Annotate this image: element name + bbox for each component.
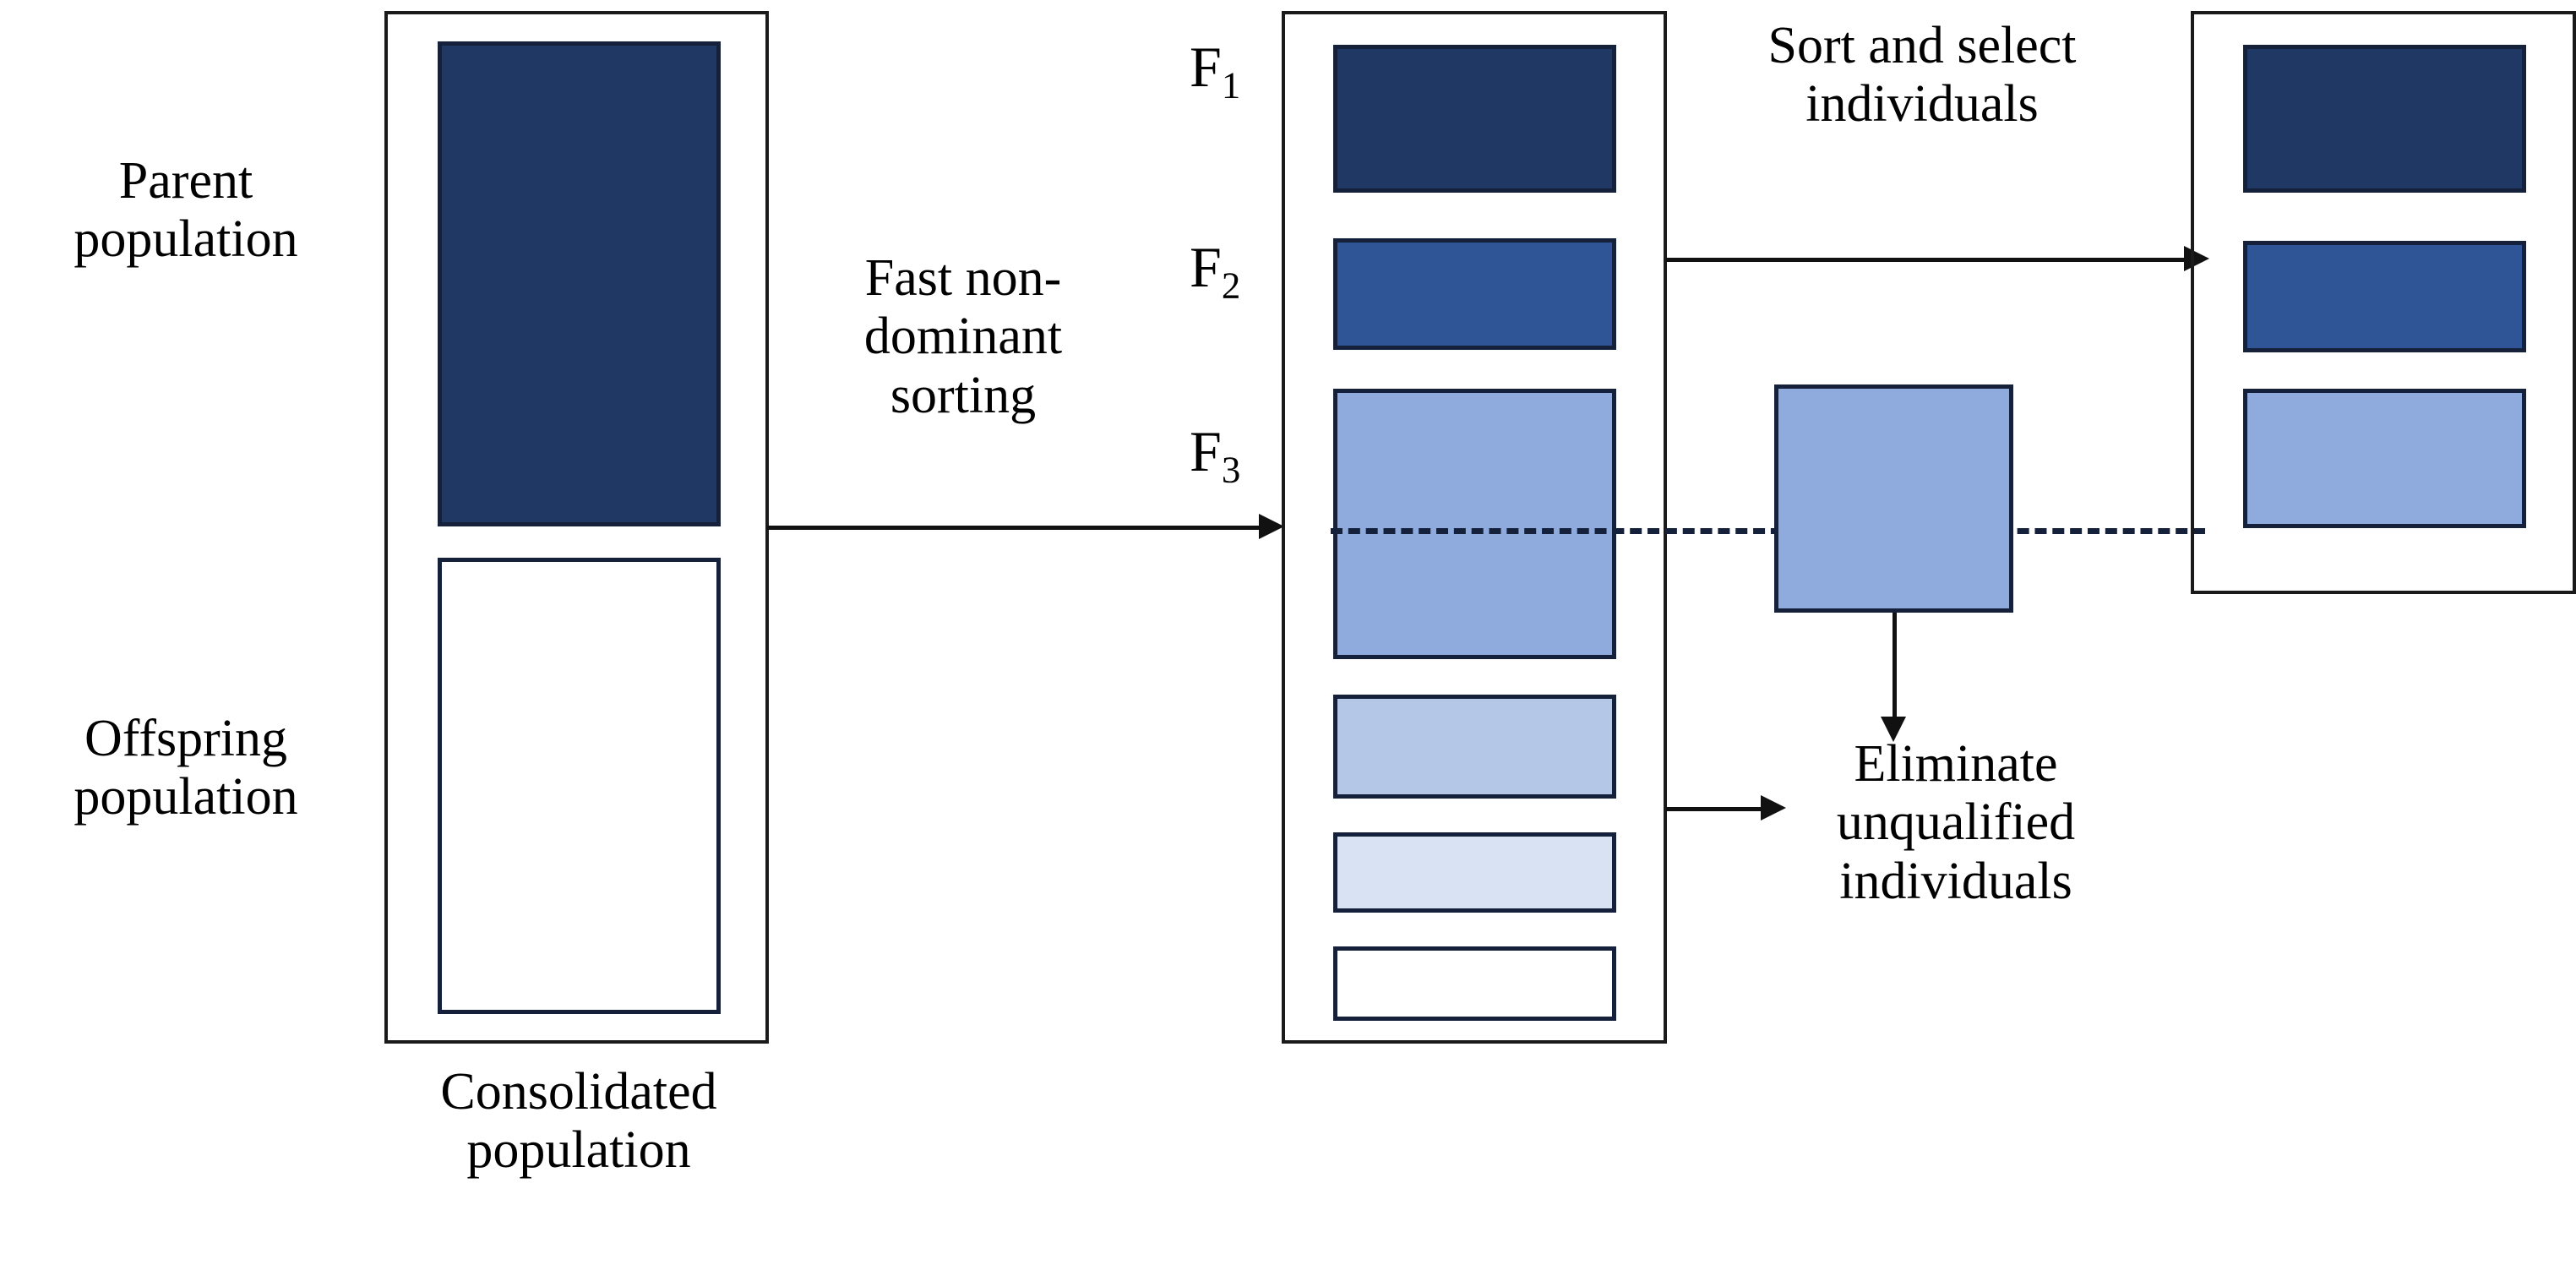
front-label-f1-sub: 1: [1221, 63, 1241, 106]
front-label-f3-sub: 3: [1221, 448, 1241, 491]
discard-arrow-head: [1881, 717, 1906, 742]
sorting-arrow-head: [1259, 514, 1284, 539]
eliminate-unqualified-label: Eliminate unqualified individuals: [1836, 735, 2076, 910]
selection-cut-line: [1331, 528, 2205, 534]
consolidated-population-caption: Consolidated population: [440, 1063, 717, 1180]
eliminate-arrow-head: [1761, 795, 1786, 821]
front-3-block: [1333, 389, 1616, 659]
parent-population-label: Parent population: [74, 152, 298, 269]
select-arrow-line: [1666, 258, 2190, 262]
front-1-block: [1333, 45, 1616, 193]
front-label-f3-base: F: [1190, 419, 1222, 483]
discarded-block: [1774, 384, 2013, 613]
front-6-block: [1333, 946, 1616, 1021]
sort-and-select-label: Sort and select individuals: [1767, 17, 2077, 134]
front-label-f1-base: F: [1190, 35, 1222, 99]
discard-arrow-line: [1893, 613, 1897, 722]
offspring-block: [438, 558, 721, 1014]
front-5-block: [1333, 832, 1616, 913]
fast-non-dominant-sorting-label: Fast non- dominant sorting: [863, 249, 1063, 424]
front-2-block: [1333, 238, 1616, 350]
front-label-f1: F1: [1190, 38, 1240, 104]
front-4-block: [1333, 695, 1616, 799]
eliminate-arrow-line: [1666, 807, 1767, 811]
selected-2-block: [2243, 241, 2526, 352]
selected-population-container: [2191, 11, 2576, 594]
selected-1-block: [2243, 45, 2526, 193]
front-label-f2: F2: [1190, 238, 1240, 304]
front-label-f2-base: F: [1190, 235, 1222, 299]
parent-block: [438, 41, 721, 526]
offspring-population-label: Offspring population: [74, 710, 298, 826]
sorted-population-container: [1282, 11, 1667, 1044]
selected-3-block: [2243, 389, 2526, 528]
sorting-arrow-line: [767, 526, 1266, 530]
select-arrow-head: [2184, 246, 2209, 271]
front-label-f3: F3: [1190, 423, 1240, 488]
front-label-f2-sub: 2: [1221, 264, 1241, 307]
